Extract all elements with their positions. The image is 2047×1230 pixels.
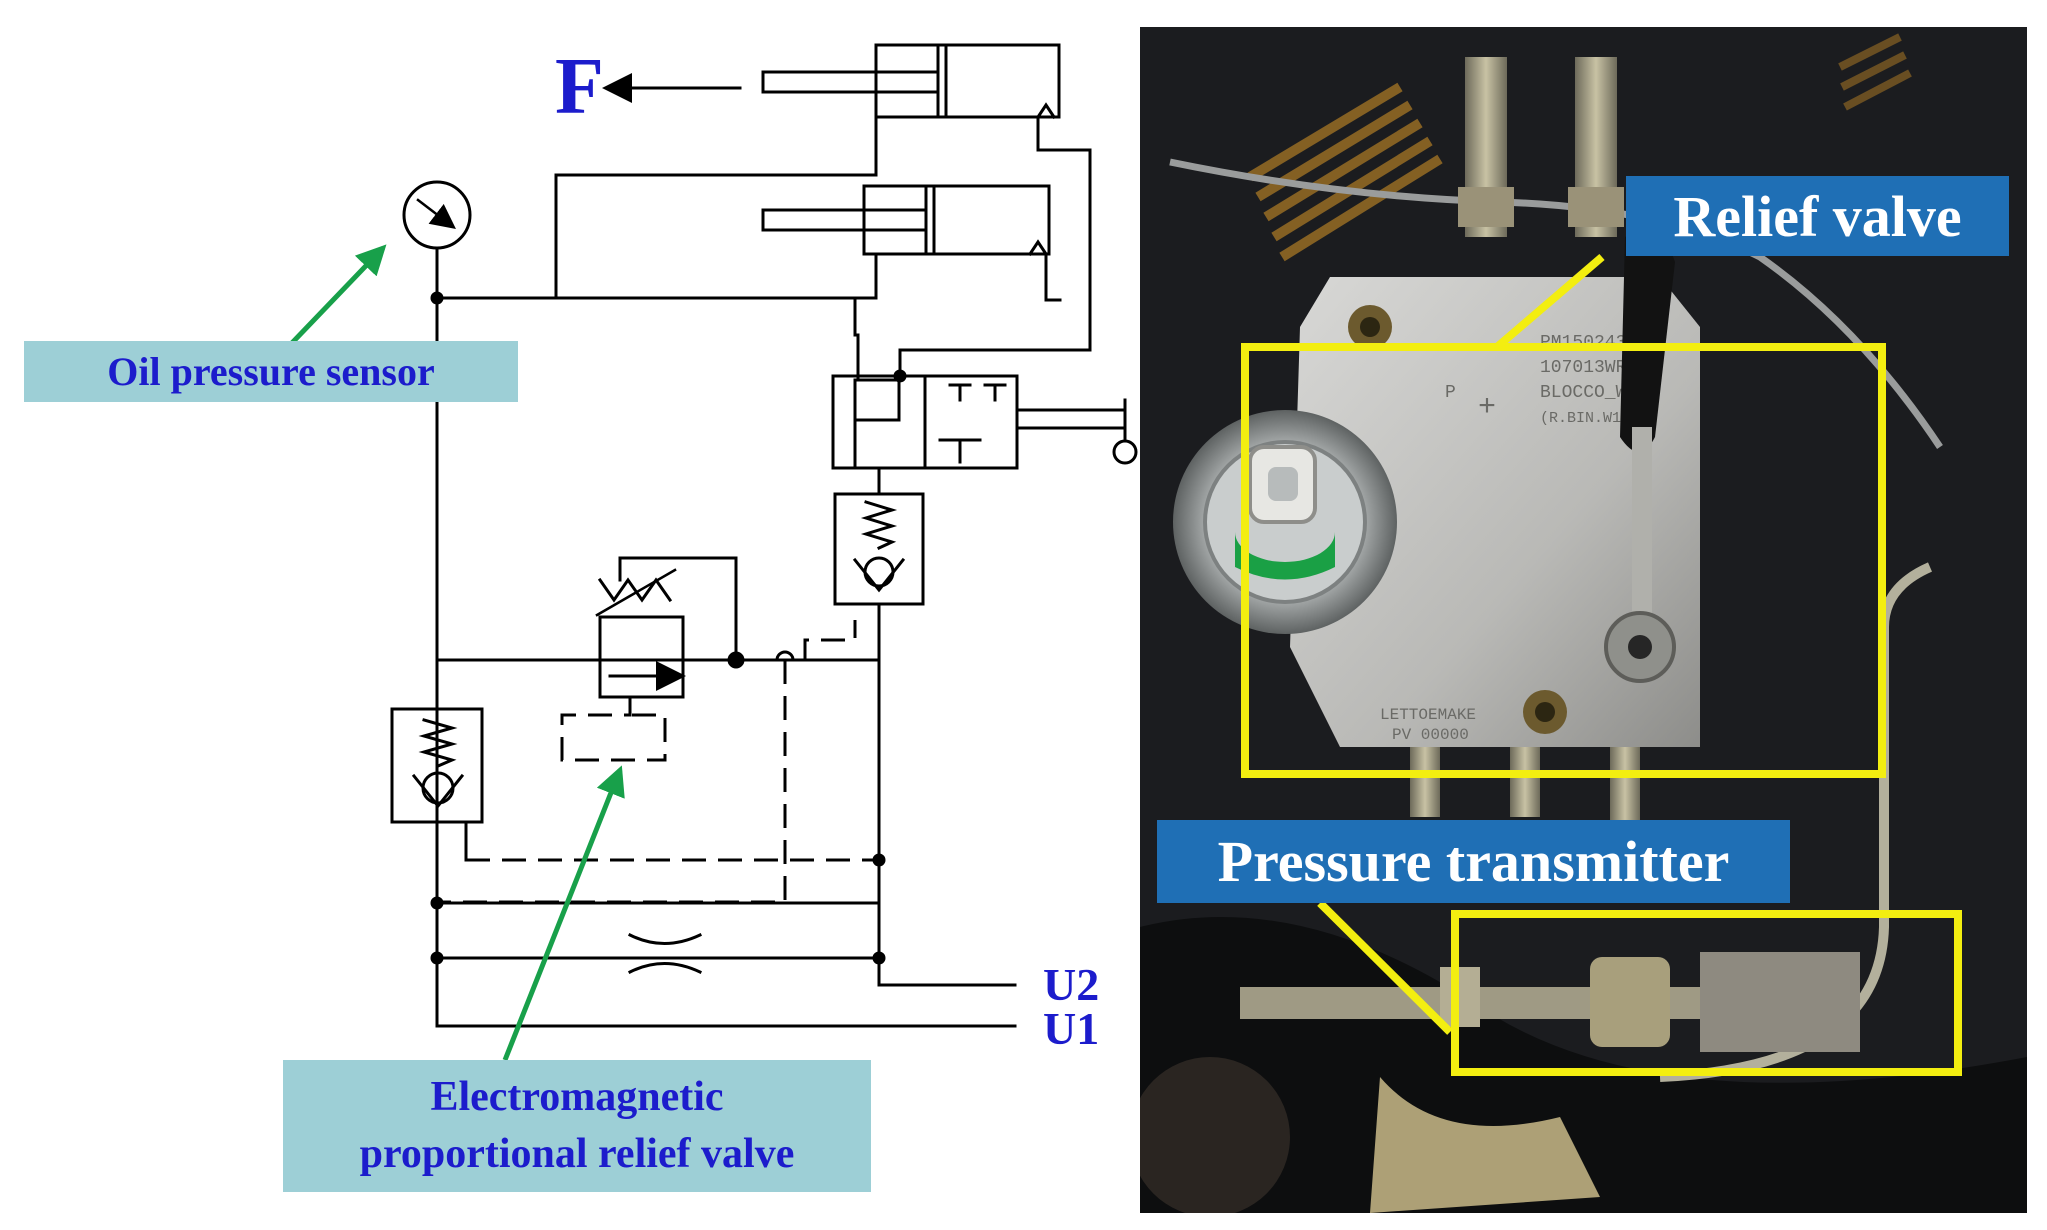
pressure-transmitter-label: Pressure transmitter bbox=[1157, 820, 1790, 903]
upper-cylinder-barrel bbox=[874, 43, 1061, 119]
block-marking-brand1: LETTOEMAKE bbox=[1380, 706, 1476, 724]
relief-valve-label: Relief valve bbox=[1626, 176, 2009, 256]
proportional-valve-label-line2: proportional relief valve bbox=[359, 1131, 795, 1177]
sensor-callout-arrow bbox=[288, 244, 387, 347]
proportional-relief-valve-label: Electromagnetic proportional relief valv… bbox=[283, 1060, 871, 1192]
proportional-relief-valve bbox=[598, 615, 685, 699]
lower-cylinder-barrel bbox=[862, 184, 1051, 256]
valve-photo: P + PM150243 107013WRL BLOCCO_W (R.BIN.W… bbox=[1140, 27, 2027, 1213]
block-marking-line2: 107013WRL bbox=[1540, 358, 1637, 378]
port-u1-label: U1 bbox=[1043, 1003, 1100, 1054]
pressure-transmitter-leader bbox=[1317, 900, 1453, 1035]
hydraulic-schematic bbox=[288, 43, 1138, 1061]
force-label: F bbox=[555, 43, 604, 131]
block-marking-plus: + bbox=[1478, 391, 1496, 425]
block-marking-line3: BLOCCO_W bbox=[1540, 383, 1627, 403]
oil-pressure-sensor-label: Oil pressure sensor bbox=[24, 341, 518, 402]
relief-valve-leader bbox=[1494, 253, 1605, 351]
pressure-transmitter-highlight-box bbox=[1451, 910, 1962, 1076]
relief-valve-highlight-box bbox=[1241, 343, 1886, 778]
port-u2-label: U2 bbox=[1043, 959, 1100, 1010]
proportional-valve-label-line1: Electromagnetic bbox=[430, 1074, 724, 1121]
block-marking-brand2: PV 00000 bbox=[1392, 726, 1469, 744]
block-marking-port: P bbox=[1445, 383, 1456, 403]
valve-lever-handle bbox=[1620, 230, 1675, 452]
valve-callout-arrow bbox=[502, 765, 625, 1061]
